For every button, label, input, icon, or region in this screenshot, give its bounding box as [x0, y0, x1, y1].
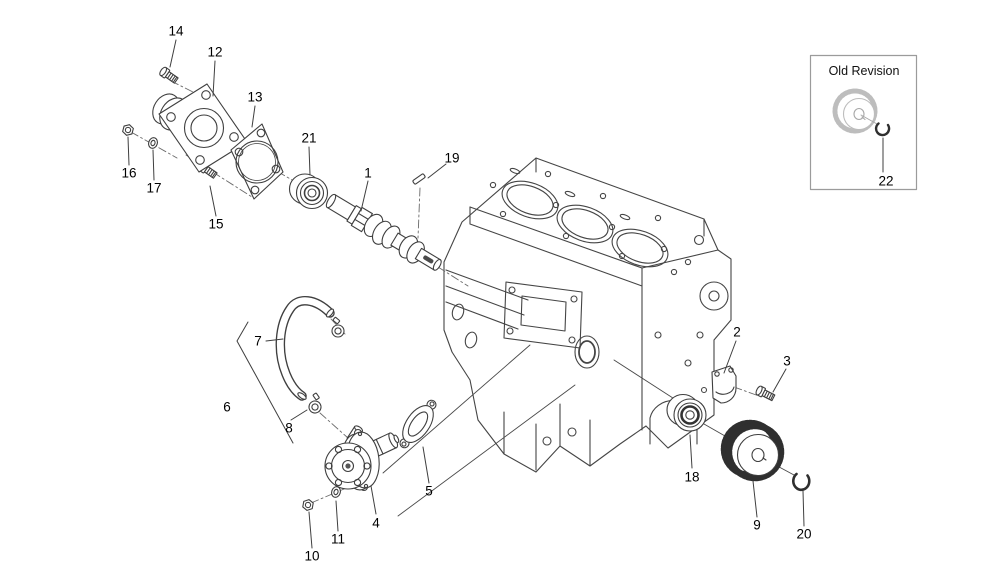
part-label-3[interactable]: 3 — [783, 353, 791, 369]
deck-bolt-holes — [489, 167, 692, 276]
part-label-8[interactable]: 8 — [285, 420, 293, 436]
nut-10 — [301, 498, 315, 512]
part-label-12[interactable]: 12 — [207, 44, 223, 60]
front-mount-plate — [503, 281, 583, 349]
hose-clamp-8 — [307, 391, 325, 415]
nut-16 — [121, 122, 135, 138]
bolt-14 — [157, 65, 180, 86]
camshaft-stopper-2 — [711, 365, 737, 404]
woodruff-key-19 — [412, 173, 426, 185]
part-label-5[interactable]: 5 — [425, 483, 433, 499]
part-label-20[interactable]: 20 — [796, 526, 812, 542]
part-label-21[interactable]: 21 — [301, 130, 317, 146]
part-label-2[interactable]: 2 — [733, 324, 741, 340]
snap-ring-22 — [874, 122, 891, 137]
bearing-18 — [666, 393, 707, 432]
old-revision-inset — [809, 54, 918, 191]
part-label-11[interactable]: 11 — [330, 531, 346, 547]
part-label-17[interactable]: 17 — [146, 180, 162, 196]
suction-hose-7 — [275, 296, 335, 401]
part-label-16[interactable]: 16 — [121, 165, 137, 181]
old-revision-gear — [832, 88, 878, 134]
leader-lines — [127, 39, 884, 549]
hose-clamp-upper — [331, 316, 345, 338]
oil-pump-4 — [324, 425, 400, 492]
part-label-14[interactable]: 14 — [168, 23, 184, 39]
washer-17 — [146, 135, 160, 151]
part-label-9[interactable]: 9 — [753, 517, 761, 533]
engine-block — [443, 157, 732, 473]
bearing-cover-12 — [152, 83, 248, 173]
part-label-4[interactable]: 4 — [372, 515, 380, 531]
part-label-15[interactable]: 15 — [208, 216, 224, 232]
camshaft-1 — [325, 193, 442, 271]
part-label-13[interactable]: 13 — [247, 89, 263, 105]
part-label-10[interactable]: 10 — [304, 548, 320, 564]
snap-ring-20 — [792, 472, 811, 492]
part-label-6[interactable]: 6 — [223, 399, 231, 415]
part-label-1[interactable]: 1 — [364, 165, 372, 181]
idler-gear-9 — [720, 419, 785, 482]
part-label-7[interactable]: 7 — [254, 333, 262, 349]
part-label-18[interactable]: 18 — [684, 469, 700, 485]
cover-gasket-13 — [230, 123, 284, 200]
old-revision-title: Old Revision — [828, 64, 900, 78]
part-label-19[interactable]: 19 — [444, 150, 460, 166]
part-label-22[interactable]: 22 — [878, 173, 894, 189]
camshaft-bearing-21 — [288, 173, 329, 210]
bolt-3 — [754, 384, 777, 403]
pump-gasket-5 — [399, 399, 437, 449]
